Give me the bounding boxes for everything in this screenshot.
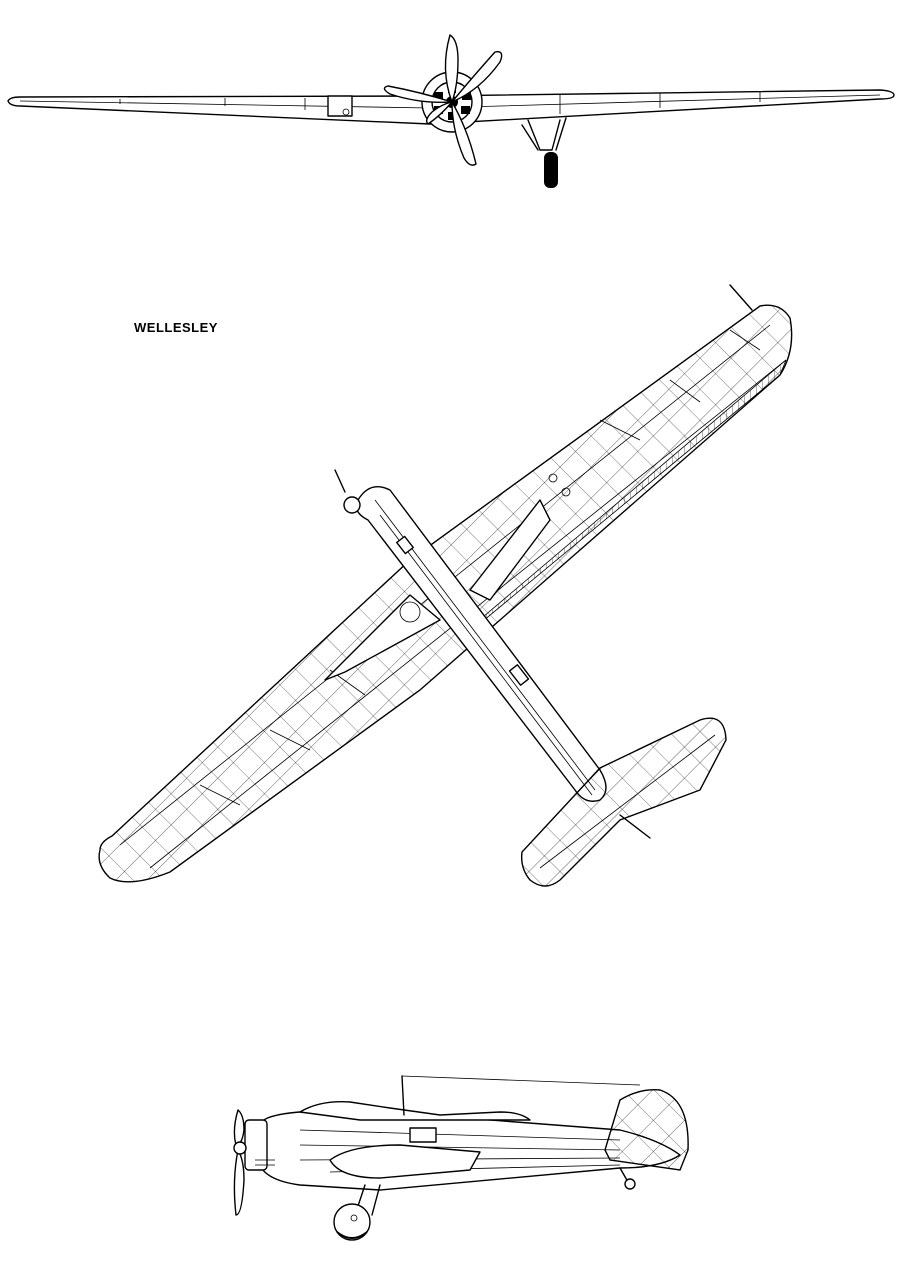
front-propeller (383, 34, 503, 166)
plan-wing-flap-left (324, 594, 441, 681)
side-hatch (409, 1127, 437, 1143)
aircraft-title: WELLESLEY (134, 320, 218, 335)
plan-view (98, 284, 793, 887)
plan-tailplane (520, 717, 727, 887)
side-wing-root (329, 1144, 481, 1179)
front-view (7, 34, 895, 188)
front-wing-fairing (327, 95, 353, 117)
side-aerial-mast (401, 1075, 405, 1116)
side-aerial-wire (401, 1075, 641, 1086)
plan-fuselage (334, 469, 607, 802)
plan-pitot (729, 284, 753, 311)
side-tail-wheel (619, 1167, 636, 1190)
side-canopy (299, 1101, 531, 1121)
front-landing-gear (521, 117, 567, 188)
side-main-gear (333, 1184, 381, 1241)
side-propeller (233, 1109, 247, 1216)
plan-wing-flap-right (469, 499, 551, 601)
side-tail-fin (604, 1089, 689, 1171)
side-view (233, 1075, 689, 1241)
